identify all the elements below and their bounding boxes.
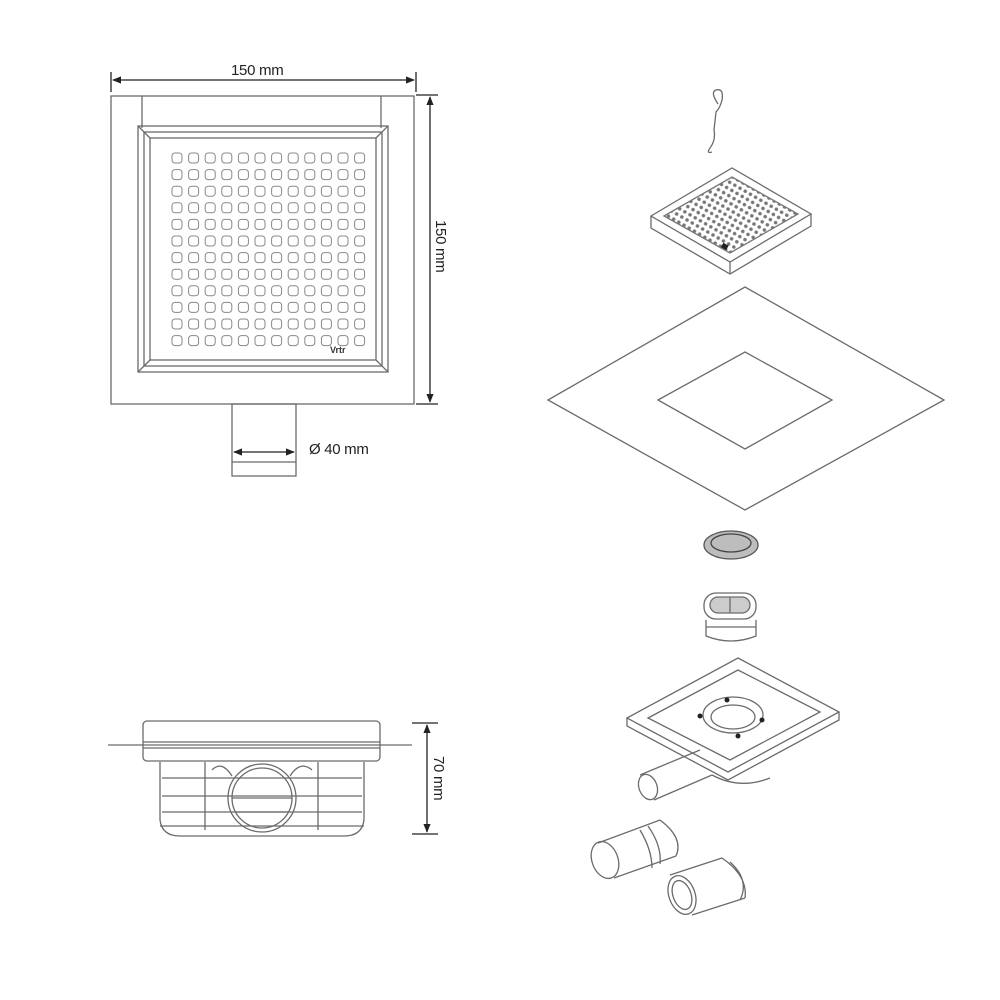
width-dimension-line xyxy=(110,72,417,92)
pipe-adapter-long xyxy=(590,819,679,880)
pipe-adapter-short xyxy=(667,857,746,916)
waterproofing-membrane xyxy=(546,286,946,511)
hair-strainer xyxy=(703,530,759,560)
top-view: Vrtr xyxy=(110,72,438,477)
side-drain-body xyxy=(159,762,365,837)
outlet-pipe-top xyxy=(231,403,297,477)
grate-frame xyxy=(137,125,389,373)
height-dimension-line xyxy=(416,94,438,405)
iso-drain-body xyxy=(625,657,841,801)
lifting-hook xyxy=(707,89,724,154)
iso-grate xyxy=(649,167,813,275)
exploded-view xyxy=(546,89,946,916)
side-outlet-circle xyxy=(227,763,297,833)
side-view xyxy=(108,720,438,837)
odour-trap xyxy=(703,592,757,642)
drain-outer-frame xyxy=(110,95,415,405)
side-height-dimension-line xyxy=(412,722,438,835)
grate-holes xyxy=(171,152,366,347)
side-height-dimension-label: 70 mm xyxy=(430,756,447,801)
width-dimension-label: 150 mm xyxy=(231,62,284,79)
side-grate-cap xyxy=(142,720,381,762)
outlet-diameter-label: Ø 40 mm xyxy=(309,441,369,458)
height-dimension-label: 150 mm xyxy=(432,220,449,273)
grate-logo: Vrtr xyxy=(330,345,346,355)
